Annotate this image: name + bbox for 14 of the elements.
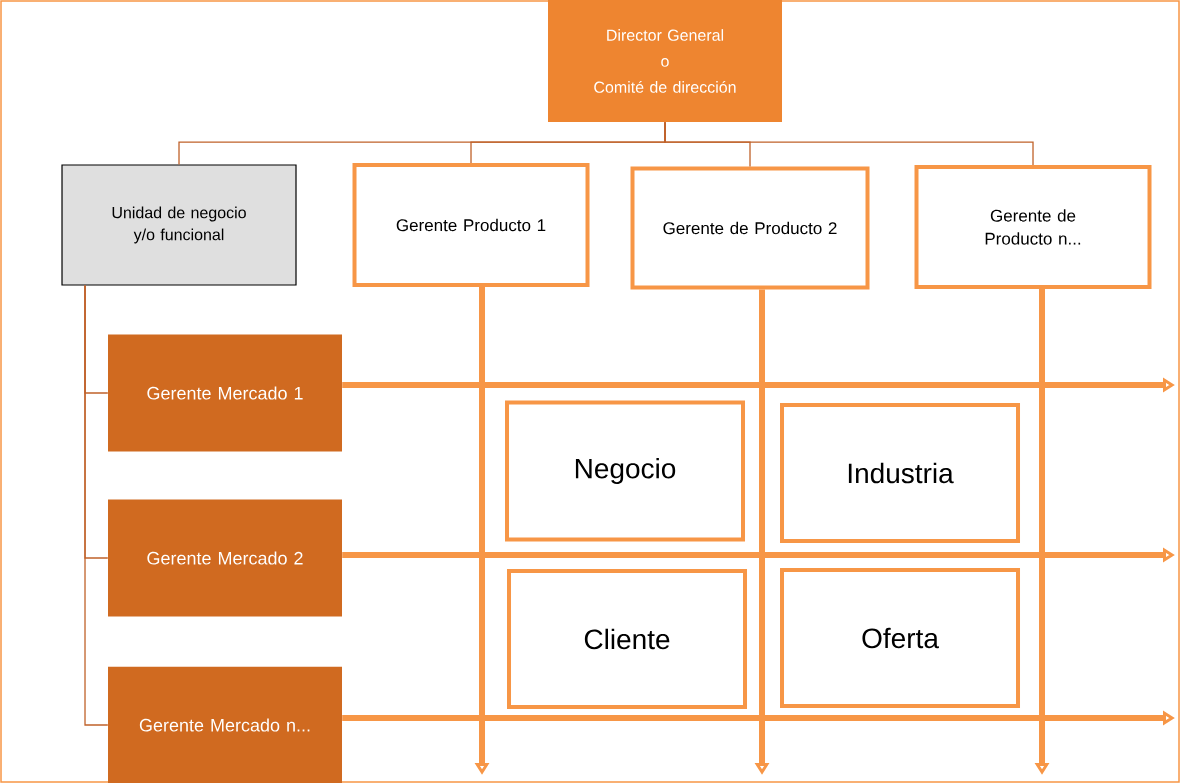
product-manager-box: Gerente de Producto n...: [914, 165, 1152, 289]
quadrant-box: Oferta: [780, 568, 1020, 708]
quadrant-box: Negocio: [505, 400, 745, 542]
connector-line: [84, 284, 109, 726]
unit-box: Unidad de negocio y/o funcional: [61, 164, 297, 286]
connector-line: [664, 121, 1034, 166]
quadrant-box: Industria: [780, 403, 1020, 543]
product-manager-box: Gerente de Producto 2: [630, 166, 870, 290]
director-box: Director General o Comité de dirección: [548, 0, 782, 122]
product-manager-box: Gerente Producto 1: [352, 163, 590, 287]
quadrant-box: Cliente: [507, 569, 747, 709]
market-manager-box: Gerente Mercado 2: [108, 499, 342, 617]
market-manager-box: Gerente Mercado 1: [108, 334, 342, 452]
market-manager-box: Gerente Mercado n...: [108, 666, 342, 783]
